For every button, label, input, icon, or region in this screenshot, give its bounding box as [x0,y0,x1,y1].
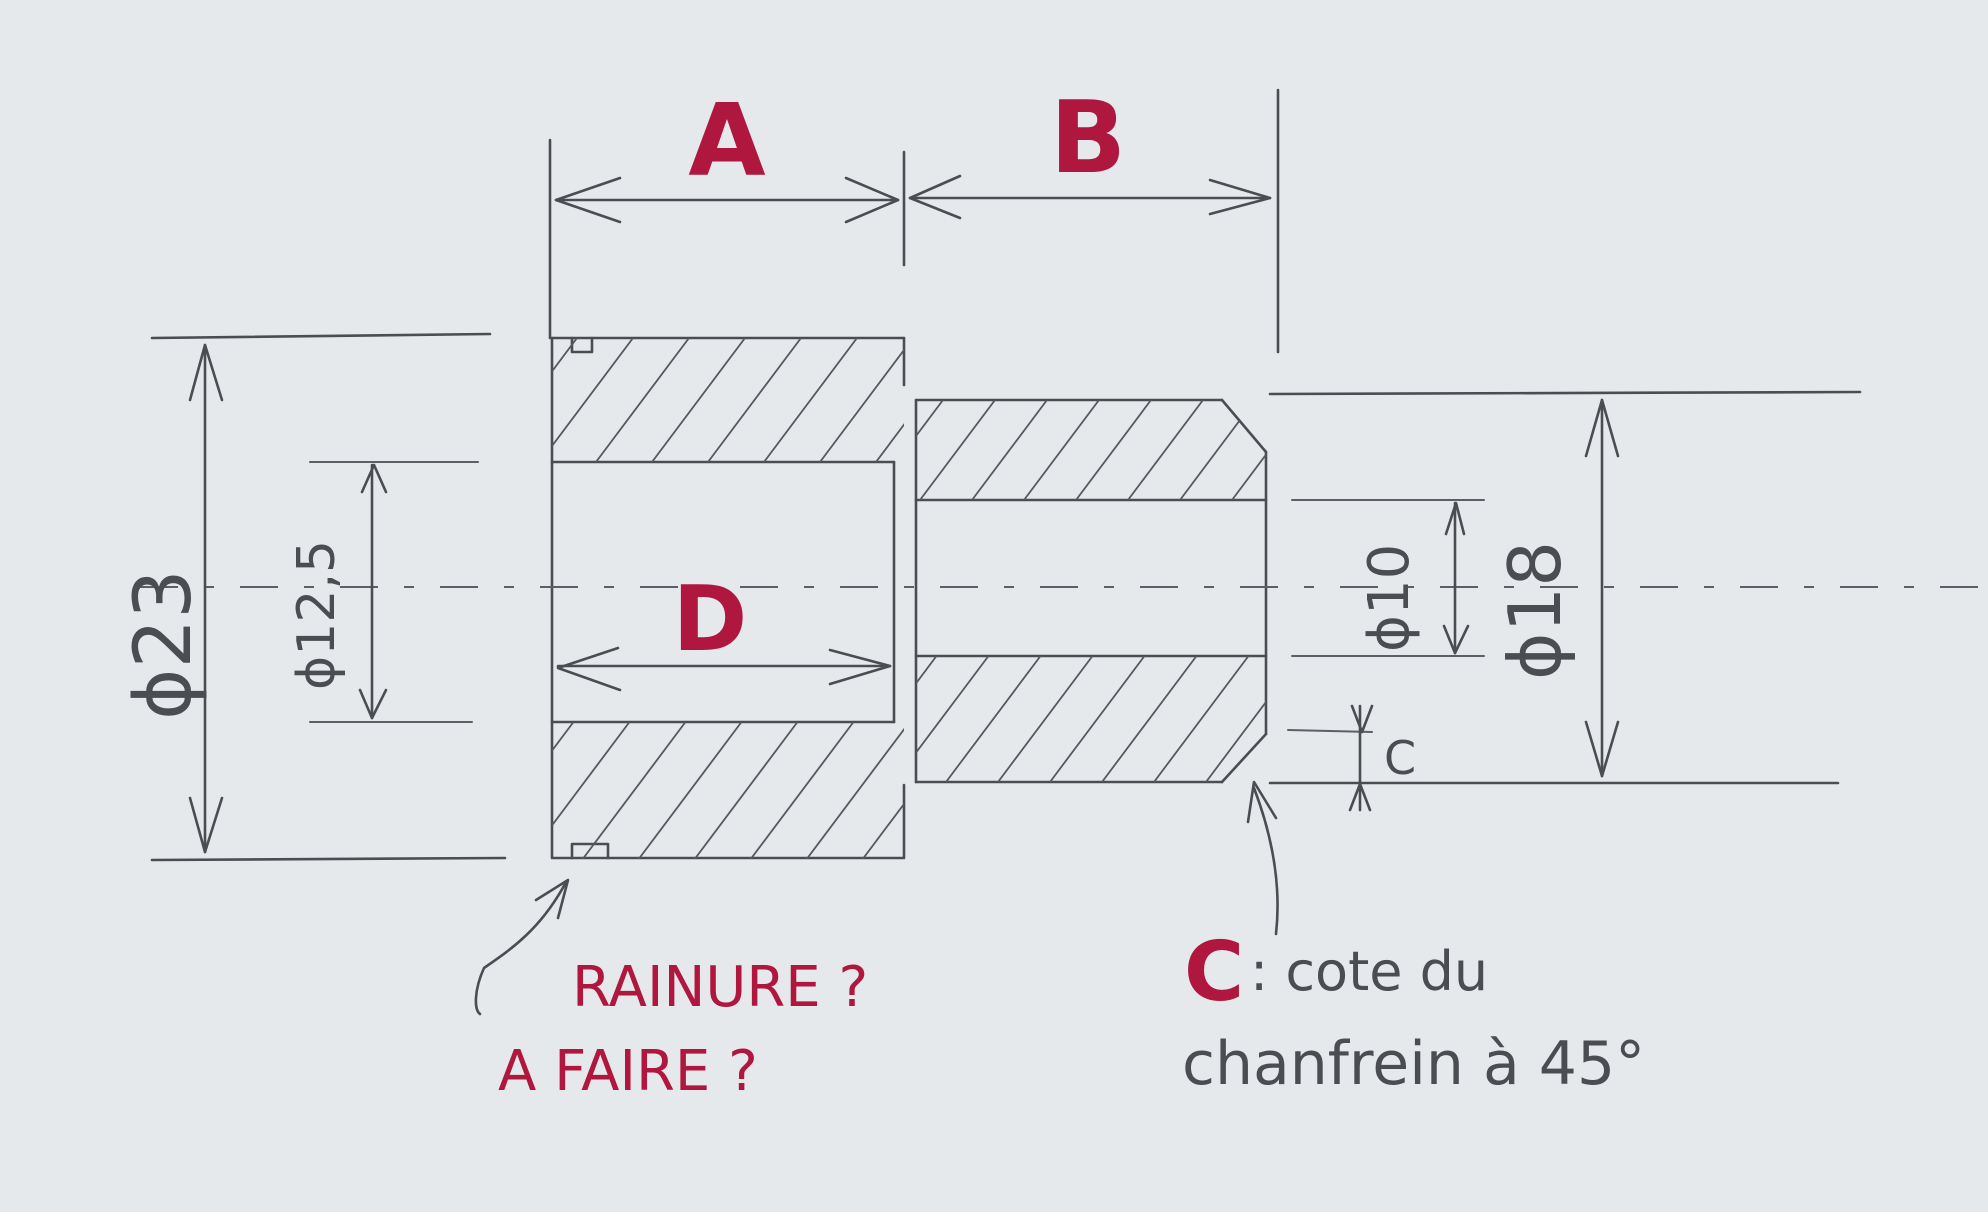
label-dim-outer: ϕ23 [119,569,209,720]
dimension-line-d [556,646,892,692]
hatch-line [707,338,802,462]
hatch-line [552,338,634,448]
dimension-line-bore [358,463,388,720]
hatch-line [916,656,990,782]
hatch-line [651,338,746,462]
label-dim-shaft: ϕ18 [1493,541,1577,680]
hatch-line [1030,722,1134,860]
hatch-line [1336,400,1411,500]
hatch-line [414,722,518,860]
hatch-line [1049,656,1146,782]
note-groove-line1: RAINURE ? [572,955,868,1020]
extension-lines-right [1268,390,1862,785]
small-section [914,398,1268,784]
hatch-line [428,338,521,462]
hatch-line [861,802,904,859]
hatch-line [919,400,996,500]
hatch-line [805,727,904,859]
hatch-line [1284,400,1359,500]
hatch-line [971,400,1048,500]
hatch-line [749,722,855,859]
dimension-line-inner [1442,501,1470,655]
hatch-line [918,722,1022,860]
hatch-line [1127,400,1204,500]
note-chamfer-line2: chanfrein à 45° [1182,1029,1645,1099]
hatch-line [997,656,1094,782]
hatch-line [945,656,1042,782]
hatching-large-top [428,338,904,462]
hatch-line [1205,656,1266,782]
hatch-line [595,338,690,462]
hatch-line [1257,656,1266,782]
hatch-line [763,338,858,462]
label-a: A [688,82,765,199]
hatch-line [1153,656,1250,782]
dimension-line-chamfer [1348,704,1374,812]
hatch-line [1101,656,1198,782]
hatch-line [552,338,578,373]
dimension-line-outer [188,343,224,854]
hatch-line [552,722,631,827]
hatch-line [581,722,687,859]
label-dim-bore: ϕ12,5 [287,540,347,690]
hatch-line [816,400,891,500]
hatching-small-bottom [790,656,1266,782]
hatch-line [819,348,904,462]
label-c-big: C [1184,925,1244,1020]
label-b: B [1050,79,1126,196]
dimension-line-shaft [1584,398,1620,778]
leader-chamfer [1246,780,1279,936]
extension-lines-left [150,332,507,862]
hatch-line [1075,400,1152,500]
hatch-line [974,722,1078,860]
hatch-line [916,400,944,500]
dimension-line-b [908,174,1272,220]
large-section [550,336,906,860]
note-chamfer-line1: : cote du [1250,940,1488,1003]
hatch-line [637,722,743,859]
hatch-line [552,722,575,753]
hatch-line [693,722,799,859]
dimension-line-a [554,176,900,224]
hatch-line [1231,400,1266,500]
hatch-line [916,656,938,782]
note-groove-line2: A FAIRE ? [498,1039,758,1104]
hatch-line [1023,400,1100,500]
hatching-large-bottom [414,722,1134,860]
label-c-small: C [1384,731,1416,785]
label-dim-inner: ϕ10 [1357,544,1422,652]
label-d: D [673,567,748,672]
extension-lines-top [548,88,1280,354]
hatch-line [790,656,885,782]
hatch-line [875,423,904,462]
leader-groove [474,878,570,1016]
hatching-small-top [816,400,1411,500]
